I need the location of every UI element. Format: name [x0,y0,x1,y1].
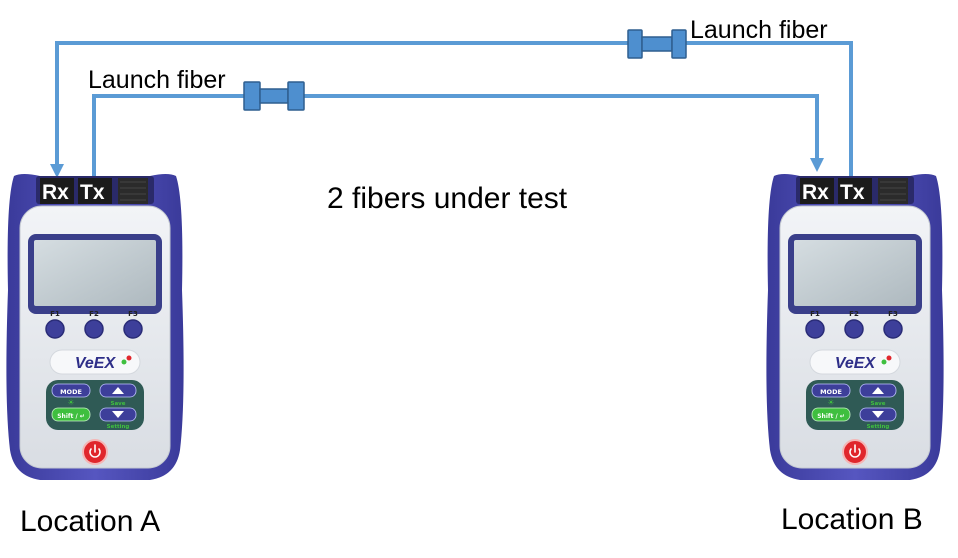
device-b-f3-button[interactable] [883,319,903,339]
device-a-brand-plate [49,349,141,375]
device-b-tx-port [838,178,872,204]
device-b-led-green [881,359,887,365]
power-icon [89,444,101,458]
device-b-backlight-icon: ☀ [827,398,834,407]
device-a-rx-port [40,178,74,204]
device-b-f1-button[interactable] [805,319,825,339]
device-a-screen [34,240,156,306]
arrowhead-a-rx [50,164,64,178]
device-a-backlight-icon: ☀ [67,398,74,407]
device-a-led-red [126,355,132,361]
launch-fiber-label-right: Launch fiber [690,16,828,44]
device-b-setting-label: Setting [867,424,890,430]
device-a-f3-label: F3 [128,310,138,318]
device-b-shift-button[interactable] [811,407,851,422]
device-b-screen [794,240,916,306]
device-b-f2-label: F2 [849,310,859,318]
location-b-label: Location B [781,503,923,536]
device-b-save-label: Save [871,401,886,407]
device-a-f1-button[interactable] [45,319,65,339]
arrow-up-icon [112,387,124,394]
launch-fiber-label-left: Launch fiber [88,66,226,94]
device-a-f2-button[interactable] [84,319,104,339]
device-b-rx-label: Rx [802,181,829,204]
connector-outer [627,29,687,59]
fiber-loop-outer [55,41,853,178]
device-b-rx-port [800,178,834,204]
arrow-down-icon [872,411,884,418]
fiber-inner-path-right [304,94,819,162]
device-b-f1-label: F1 [810,310,820,318]
fiber-outer-path-right [686,41,853,178]
device-b-shift-label: Shift / ↵ [817,413,845,420]
device-a-rx-label: Rx [42,181,69,204]
device-b-f3-label: F3 [888,310,898,318]
device-b-led-red [886,355,892,361]
diagram-title: 2 fibers under test [327,182,568,215]
arrow-down-icon [112,411,124,418]
power-icon [849,444,861,458]
device-a-shift-label: Shift / ↵ [57,413,85,420]
device-a-setting-label: Setting [107,424,130,430]
arrow-up-icon [872,387,884,394]
device-a-save-label: Save [111,401,126,407]
device-b-brand-plate [809,349,901,375]
device-b-tx-label: Tx [840,181,865,204]
fiber-outer-path [55,41,628,168]
device-a-mode-label: MODE [60,388,82,396]
location-a-label: Location A [20,505,160,538]
device-b-mode-label: MODE [820,388,842,396]
device-a-tx-label: Tx [80,181,105,204]
device-a-f1-label: F1 [50,310,60,318]
device-a-shift-button[interactable] [51,407,91,422]
device-a-led-green [121,359,127,365]
device-b-mode-button[interactable] [811,383,851,398]
fiber-inner-path [92,94,244,178]
device-a-mode-button[interactable] [51,383,91,398]
device-a-tx-port [78,178,112,204]
device-b-f2-button[interactable] [844,319,864,339]
connector-inner [243,81,305,111]
device-b-brand-logo: VeEX [835,355,877,372]
arrowhead-b-rx [810,158,824,172]
device-a-f3-button[interactable] [123,319,143,339]
device-a-brand-logo: VeEX [75,355,117,372]
device-a-f2-label: F2 [89,310,99,318]
fiber-loop-inner [92,94,819,178]
